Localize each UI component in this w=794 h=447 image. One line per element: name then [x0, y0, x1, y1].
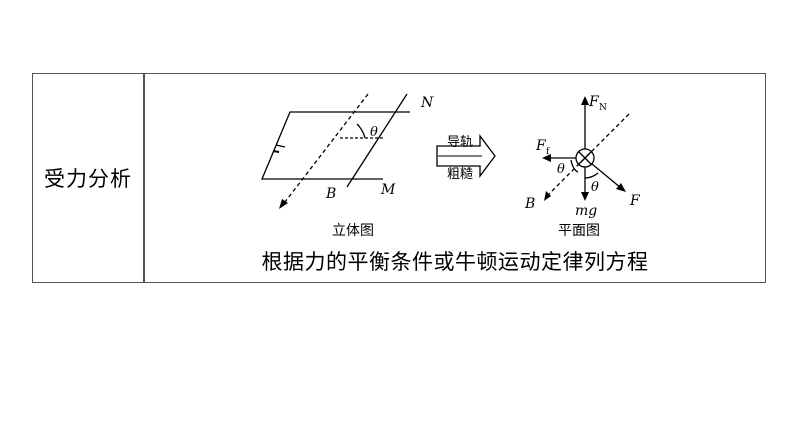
figure-area: N M B θ 立体图 导轨 粗糙 — [145, 74, 765, 242]
caption-stereo: 立体图 — [332, 223, 374, 239]
plane-view — [542, 96, 630, 201]
label-B-left: B — [325, 186, 336, 202]
angle-arc-right — [584, 172, 599, 179]
label-M: M — [380, 182, 396, 198]
angle-arc-left — [570, 159, 579, 173]
label-theta-plane-right: θ — [591, 180, 599, 195]
fn-arrow — [581, 96, 589, 105]
label-mg: mg — [575, 203, 597, 219]
rod-NM — [346, 93, 408, 188]
label-Ff: F — [535, 138, 547, 154]
plane-b-arrow — [544, 191, 551, 201]
column-divider — [143, 74, 145, 282]
transition-arrow — [436, 134, 496, 178]
b-arrow — [279, 199, 288, 209]
label-B-plane: B — [524, 196, 535, 212]
ff-arrow — [542, 154, 551, 162]
label-FN-sub: N — [599, 103, 607, 113]
label-theta-left: θ — [370, 125, 378, 140]
f-line — [591, 163, 622, 189]
battery-short — [272, 150, 280, 153]
label-Ff-sub: f — [546, 147, 550, 157]
transition-line2: 粗糙 — [447, 167, 473, 182]
cross-2 — [578, 151, 592, 165]
stereo-view — [261, 93, 410, 209]
battery-long — [275, 144, 286, 148]
transition-line1: 导轨 — [447, 135, 473, 150]
label-FN: F — [588, 94, 600, 110]
conclusion-text: 根据力的平衡条件或牛顿运动定律列方程 — [261, 250, 649, 274]
mg-arrow — [581, 192, 589, 201]
rail-outline — [261, 111, 410, 180]
label-F: F — [629, 193, 641, 209]
force-diagram: N M B θ 立体图 导轨 粗糙 — [261, 93, 641, 239]
caption-plane: 平面图 — [558, 223, 600, 239]
label-theta-plane-left: θ — [557, 162, 565, 177]
row-label: 受力分析 — [44, 167, 132, 191]
label-N: N — [420, 95, 434, 111]
analysis-table: 受力分析 N M B — [32, 73, 766, 283]
b-field-line — [284, 93, 369, 203]
angle-arc — [356, 123, 366, 139]
f-arrow — [616, 183, 626, 192]
